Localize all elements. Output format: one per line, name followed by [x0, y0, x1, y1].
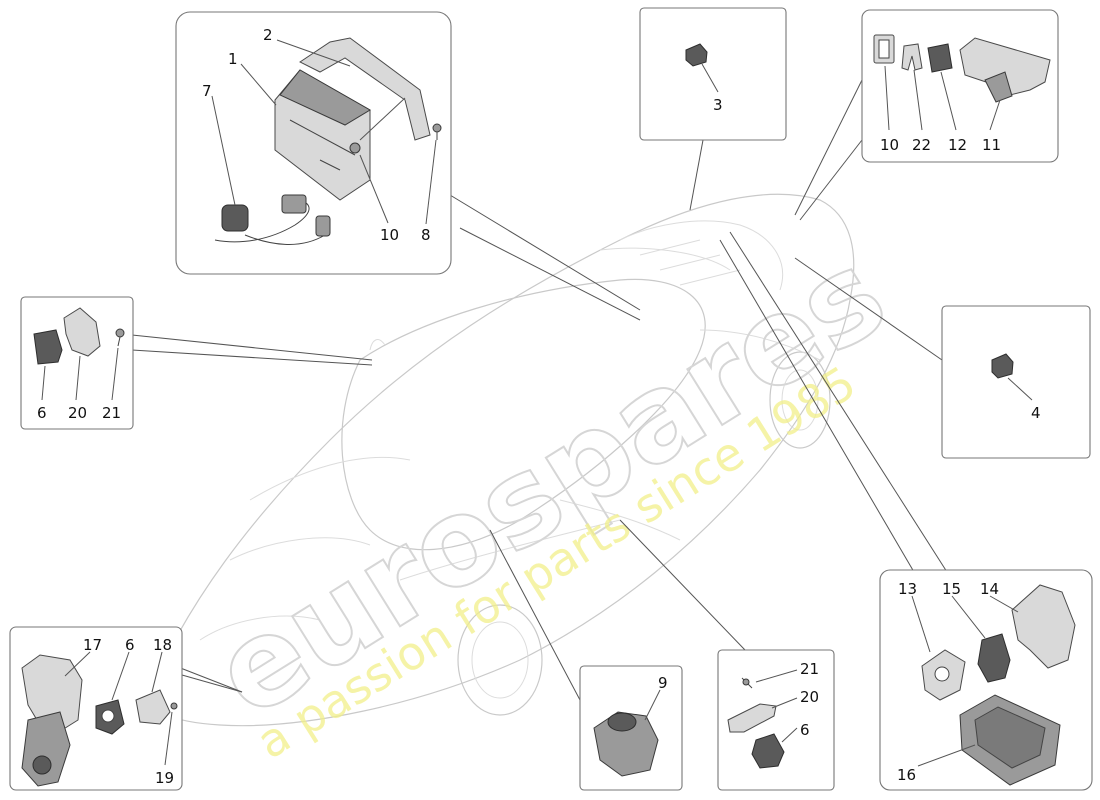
callout-7: 7	[202, 82, 212, 100]
car-outline	[148, 193, 855, 727]
callout-9: 9	[658, 674, 668, 692]
screw-part	[432, 123, 442, 133]
module-part	[927, 43, 953, 73]
callout-17: 17	[83, 636, 102, 654]
callout-10b: 10	[880, 136, 899, 154]
callout-4: 4	[1031, 404, 1041, 422]
leader-lines	[131, 79, 948, 701]
bracket-part	[1011, 584, 1076, 669]
box-part-3: 3	[639, 7, 787, 141]
callout-10: 10	[380, 226, 399, 244]
bracket-part	[63, 307, 101, 357]
callout-8: 8	[421, 226, 431, 244]
callout-6b: 6	[125, 636, 135, 654]
callout-21b: 21	[800, 660, 819, 678]
camera-part	[751, 733, 785, 769]
callout-2: 2	[263, 26, 273, 44]
box-parts-13-14-15-16: 13 15 14 16	[879, 569, 1093, 791]
screw-part	[349, 142, 361, 154]
callout-13: 13	[898, 580, 917, 598]
callout-18: 18	[153, 636, 172, 654]
box-part-9: 9	[579, 665, 683, 791]
callout-1: 1	[228, 50, 238, 68]
sensor-part	[685, 43, 708, 67]
callout-20: 20	[68, 404, 87, 422]
callout-12: 12	[948, 136, 967, 154]
callout-6c: 6	[800, 721, 810, 739]
camera-part	[33, 329, 63, 365]
box-parts-6-20-21-left: 6 20 21	[20, 296, 134, 430]
callout-3: 3	[713, 96, 723, 114]
callout-16: 16	[897, 766, 916, 784]
bracket-part	[727, 703, 777, 733]
harness-connector-part	[221, 204, 249, 232]
screw-part	[170, 702, 178, 710]
callout-11: 11	[982, 136, 1001, 154]
screw-part	[742, 678, 750, 686]
box-parts-21-20-6-bottom: 21 20 6	[717, 649, 835, 791]
bracket-part	[959, 37, 1051, 96]
callout-14: 14	[980, 580, 999, 598]
callout-21: 21	[102, 404, 121, 422]
module-part	[977, 633, 1011, 683]
sensor-part	[991, 353, 1014, 379]
bracket-part	[299, 37, 431, 141]
callout-15: 15	[942, 580, 961, 598]
callout-6: 6	[37, 404, 47, 422]
box-parts-10-22-12-11: 10 22 12 11	[861, 9, 1059, 163]
callout-19: 19	[155, 769, 174, 787]
box-parts-17-6-18-19: 17 6 18 19	[9, 626, 183, 791]
plate-part	[135, 689, 171, 725]
screw-part	[115, 328, 125, 338]
box-part-4: 4	[941, 305, 1091, 459]
callout-22: 22	[912, 136, 931, 154]
box-ecu-group: 1 2 7 10 8	[175, 11, 452, 275]
shim-part	[901, 43, 923, 71]
callout-20b: 20	[800, 688, 819, 706]
